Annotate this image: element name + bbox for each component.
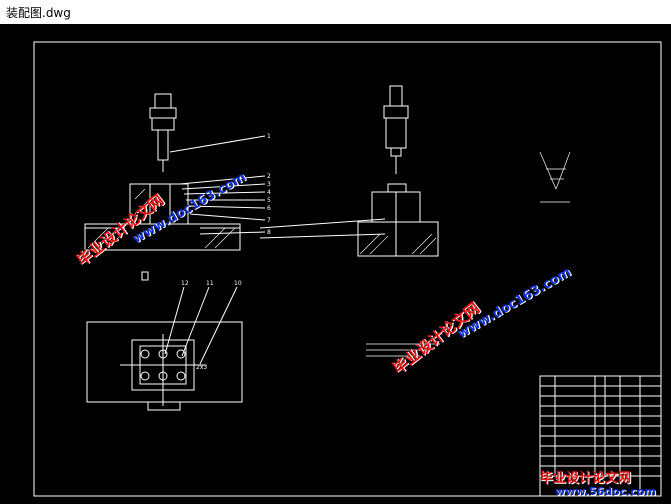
balloon-3: 3 (267, 181, 271, 188)
balloon-labels: 1 2 3 4 5 6 7 8 12 11 10 2x3 (181, 133, 271, 371)
watermark-footer-brand: 毕业设计论文网 (540, 471, 632, 486)
balloon-5: 5 (267, 197, 271, 204)
balloon-12: 12 (181, 280, 189, 287)
plan-holes (140, 349, 186, 381)
punch-left (149, 93, 177, 172)
leaders-plan (164, 286, 238, 365)
balloon-7: 7 (267, 217, 271, 224)
hatch-left (87, 188, 236, 249)
balloon-2: 2 (267, 173, 271, 180)
plan-view (86, 321, 243, 411)
window-title: 装配图.dwg (6, 6, 71, 20)
die-assembly-right (357, 183, 439, 257)
view-marker (141, 271, 149, 281)
balloon-6: 6 (267, 205, 271, 212)
balloon-1: 1 (267, 133, 271, 140)
tech-notes (366, 343, 440, 357)
leaders-left (169, 135, 266, 235)
sheet-border (33, 41, 662, 497)
drawing-sheet: 1 2 3 4 5 6 7 8 12 11 10 2x3 (33, 41, 662, 497)
cad-drawing-canvas[interactable]: 1 2 3 4 5 6 7 8 12 11 10 2x3 毕业设计论文网 www… (0, 24, 671, 504)
balloon-10: 10 (234, 280, 242, 287)
balloon-4: 4 (267, 189, 271, 196)
plan-dimension: 2x3 (196, 364, 207, 371)
detail-part-sketch (539, 151, 571, 203)
die-assembly-left (84, 183, 241, 251)
watermark-footer-url: www.56doc.com (555, 485, 656, 498)
hatch-right (359, 233, 437, 255)
balloon-8: 8 (267, 229, 271, 236)
punch-right (383, 85, 409, 174)
window-titlebar: 装配图.dwg (0, 0, 671, 24)
leader-right (259, 218, 386, 229)
title-block (539, 375, 662, 497)
balloon-11: 11 (206, 280, 214, 287)
